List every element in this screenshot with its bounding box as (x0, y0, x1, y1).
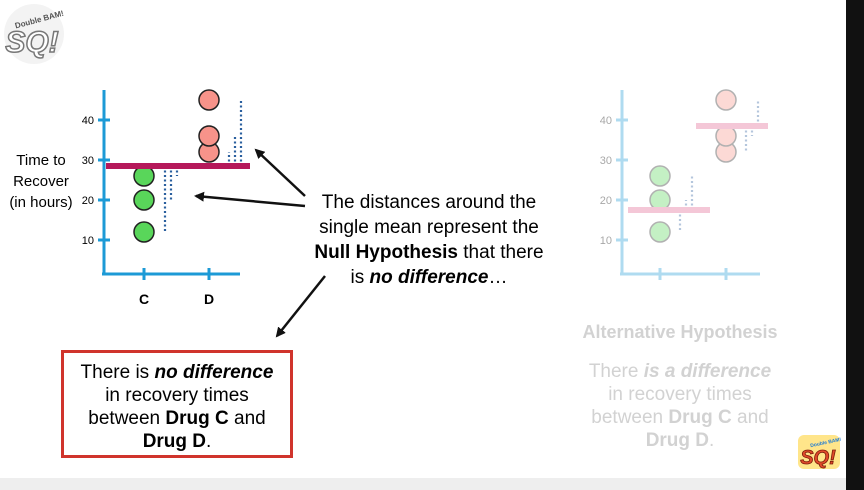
right-y-tick-label-30: 30 (600, 155, 612, 167)
drug-d-point-2 (198, 89, 220, 111)
arrow-to-null-box (275, 275, 326, 338)
y-label-line-1: Time to (16, 152, 66, 169)
alt-drug-d: Drug D (645, 430, 710, 451)
left-y-tick-label-20: 20 (82, 195, 94, 207)
null-drug-c: Drug C (165, 408, 229, 429)
y-label-line-3: (in hours) (9, 194, 73, 211)
null-bold-italic: no difference (154, 362, 274, 383)
right-y-tick-label-20: 20 (600, 195, 612, 207)
right-plot: 10 20 30 40 (600, 89, 768, 280)
null-hypothesis-callout: The distances around the single mean rep… (294, 190, 564, 290)
right-drug-c-point-1 (649, 189, 671, 211)
x-tick-label-d: D (204, 291, 214, 307)
alt-drug-c: Drug C (668, 407, 732, 428)
left-y-tick-label-10: 10 (82, 235, 94, 247)
callout-line-3-rest: that there (458, 242, 544, 263)
alt-line-3: between Drug C and (565, 406, 795, 429)
alt-pre: There (588, 361, 644, 382)
diagram-canvas: 10 20 30 40 C D 10 20 30 40 (82, 89, 768, 338)
y-axis-label: Time to Recover (in hours) (0, 150, 82, 213)
right-drug-d-point-1 (715, 125, 737, 147)
bottom-bar (0, 478, 846, 490)
null-drug-d: Drug D (142, 431, 207, 452)
callout-line-4-pre: is (350, 267, 370, 288)
alternative-hypothesis-text: There is a difference in recovery times … (565, 360, 795, 452)
null-line-4: Drug D. (70, 430, 284, 453)
alt-line-4: Drug D. (565, 429, 795, 452)
null-line-2: in recovery times (105, 385, 249, 406)
null-line-3-post: and (228, 408, 266, 429)
callout-line-4: is no difference… (294, 265, 564, 290)
alt-line-3-pre: between (591, 407, 669, 428)
null-line-3: between Drug C and (70, 407, 284, 430)
right-drug-d-point-0 (715, 141, 737, 163)
null-hypothesis-box: There is no difference in recovery times… (61, 350, 293, 458)
right-y-tick-label-40: 40 (600, 115, 612, 127)
alt-line-3-post: and (731, 407, 769, 428)
callout-bold: Null Hypothesis (314, 242, 458, 263)
null-pre: There is (80, 362, 155, 383)
alt-bold-italic: is a difference (643, 361, 772, 382)
callout-line-3: Null Hypothesis that there (294, 240, 564, 265)
callout-line-4-post: … (488, 267, 508, 288)
y-label-line-2: Recover (13, 173, 69, 190)
small-logo-main-text: SQ! (800, 447, 836, 469)
alternative-hypothesis-title: Alternative Hypothesis (582, 322, 778, 342)
right-y-tick-label-10: 10 (600, 235, 612, 247)
callout-line-1: The distances around the (321, 192, 537, 213)
left-plot: 10 20 30 40 C D (82, 89, 250, 307)
arrow-to-distances (194, 191, 306, 208)
statquest-logo-small: Double BAM! SQ! (798, 435, 842, 469)
logo-main-text: SQ! (5, 26, 58, 59)
window-edge (846, 0, 864, 490)
right-drug-c-point-2 (649, 165, 671, 187)
alt-line-1: There is a difference (565, 360, 795, 383)
alt-end: . (709, 430, 715, 451)
alt-line-2: in recovery times (608, 384, 752, 405)
null-line-3-pre: between (88, 408, 166, 429)
null-line-1: There is no difference (70, 361, 284, 384)
left-y-tick-label-30: 30 (82, 155, 94, 167)
drug-d-point-1 (198, 125, 220, 147)
right-drug-c-point-0 (649, 221, 671, 243)
x-tick-label-c: C (139, 291, 149, 307)
statquest-logo: Double BAM! SQ! (4, 4, 65, 64)
left-y-tick-label-40: 40 (82, 115, 94, 127)
callout-line-2: single mean represent the (319, 217, 539, 238)
right-drug-d-point-2 (715, 89, 737, 111)
drug-c-point-1 (133, 189, 155, 211)
null-end: . (206, 431, 212, 452)
callout-bold-italic: no difference (369, 267, 489, 288)
drug-c-point-0 (133, 221, 155, 243)
arrow-to-mean-line (254, 148, 306, 197)
